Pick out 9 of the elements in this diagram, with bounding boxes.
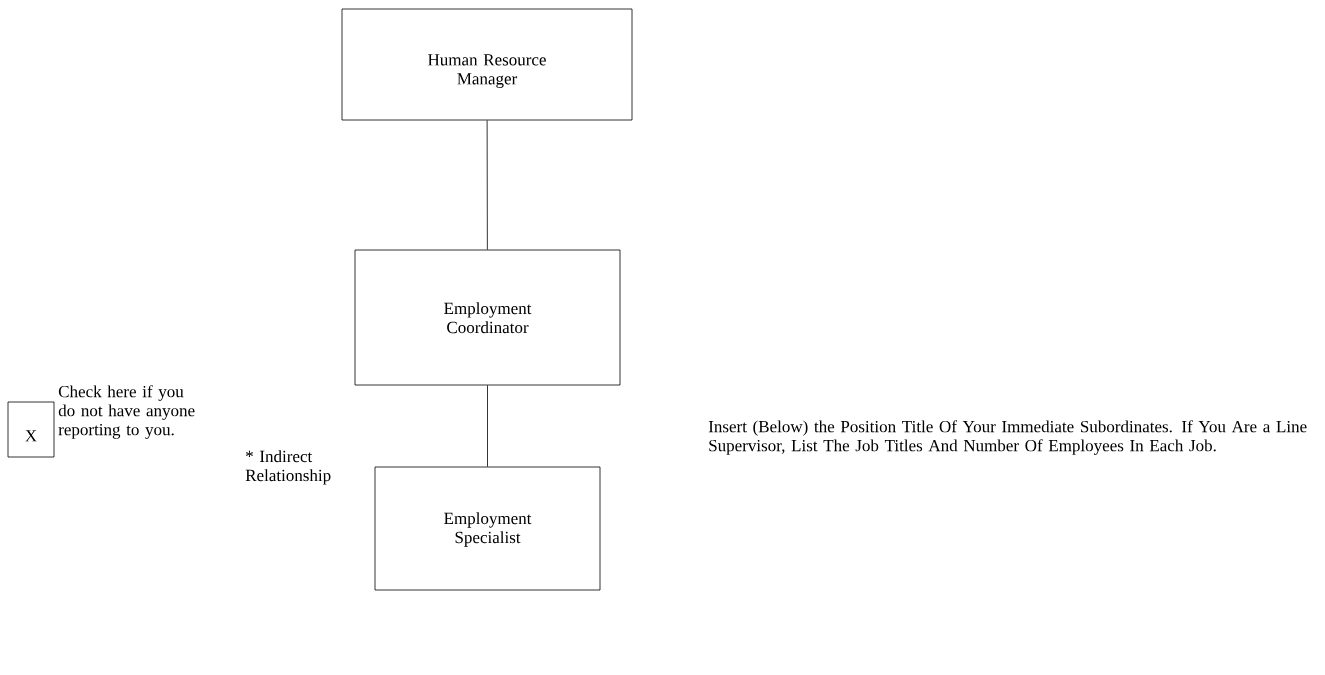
position-box: Human Resource Manager [341, 8, 633, 121]
connector-line [487, 385, 488, 467]
note-text: Check here if you do not have anyone reporting to you. [58, 385, 195, 439]
instruction-text: Insert (Below) the Position Title Of Your Immediate Subordinates. If You Are a Line Supervisor, List The Job Titles And Number Of Employees In Each Job. [708, 420, 1307, 455]
connector-line [486, 120, 488, 250]
annotation-text: * Indirect Relationship [245, 450, 331, 485]
position-box: Employment Specialist [374, 466, 601, 591]
position-box: Employment Coordinator [354, 249, 621, 386]
checkbox: X [7, 401, 55, 458]
